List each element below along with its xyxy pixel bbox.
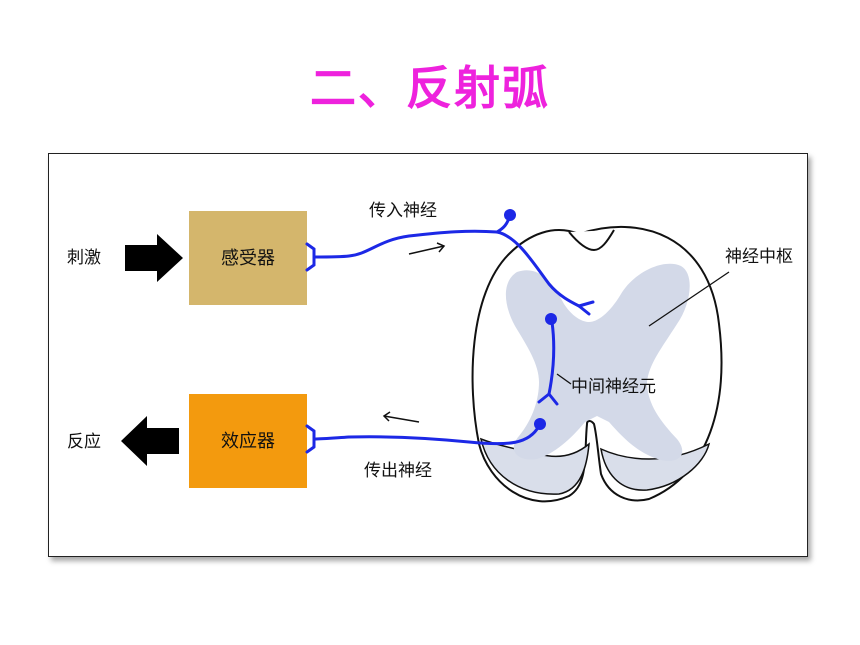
- afferent-synapse: [577, 300, 595, 316]
- stimulus-label: 刺激: [67, 248, 101, 268]
- center-leader-line: [648, 271, 730, 327]
- interneuron: [537, 320, 559, 406]
- spinal-cord: [471, 225, 723, 503]
- receptor-label: 感受器: [221, 248, 275, 269]
- efferent-fiber: [312, 424, 541, 446]
- center-label: 神经中枢: [725, 247, 793, 267]
- efferent-label: 传出神经: [364, 461, 432, 481]
- response-label: 反应: [67, 432, 101, 452]
- efferent-cell-body: [534, 418, 546, 430]
- receptor-box: [189, 211, 307, 305]
- effector-box: [189, 394, 307, 488]
- interneuron-leader-line: [556, 373, 572, 385]
- afferent-fiber: [312, 229, 581, 308]
- interneuron-synapse: [537, 392, 559, 406]
- afferent-receptor-ending: [305, 242, 316, 272]
- efferent-neuron: [305, 424, 541, 454]
- afferent-label: 传入神经: [369, 201, 437, 221]
- efferent-motor-ending: [305, 424, 316, 454]
- afferent-cell-body: [504, 209, 516, 221]
- stimulus-arrow: [125, 234, 183, 282]
- afferent-direction-arrow: [408, 242, 446, 255]
- white-matter-ventral-right: [600, 442, 711, 491]
- reflex-arc-diagram: 感受器 效应器 刺激 反应: [67, 201, 793, 503]
- response-arrow: [121, 416, 179, 466]
- slide-title: 二、反射弧: [310, 61, 550, 115]
- reflex-arc-figure: 感受器 效应器 刺激 反应: [48, 153, 808, 557]
- gray-matter: [505, 263, 690, 461]
- dorsal-notch: [568, 229, 615, 252]
- effector-label: 效应器: [221, 431, 275, 452]
- interneuron-cell-body: [545, 313, 557, 325]
- efferent-direction-arrow: [382, 411, 420, 423]
- interneuron-fiber: [547, 320, 556, 396]
- interneuron-label: 中间神经元: [571, 377, 656, 397]
